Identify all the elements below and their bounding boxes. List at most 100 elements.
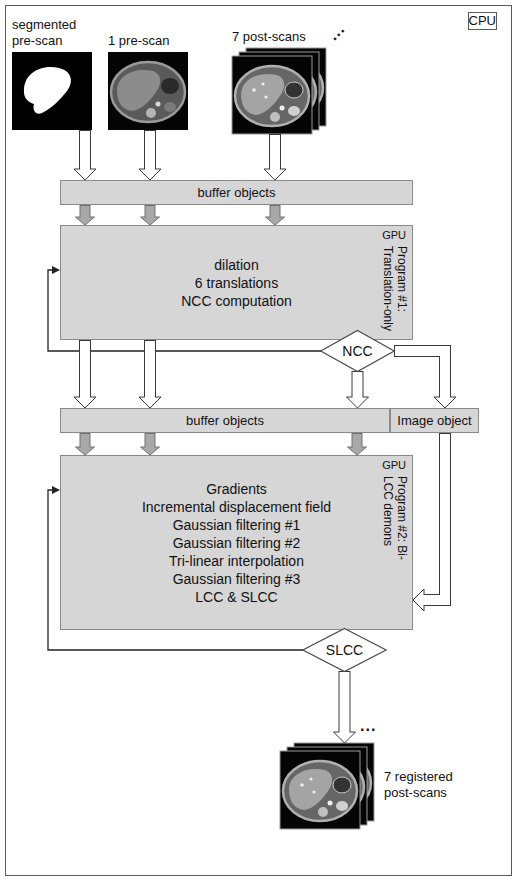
arrow-body bbox=[80, 341, 90, 399]
gpu-program-box: dilation6 translationsNCC computationGPU… bbox=[60, 225, 413, 340]
arrow-body bbox=[146, 434, 155, 449]
text-slot: Program #2: Bi-LCC demons bbox=[381, 476, 409, 568]
node-label: NCC bbox=[342, 343, 372, 360]
decision-diamond bbox=[321, 330, 395, 371]
buffer-bar: buffer objects bbox=[60, 408, 390, 433]
flow-arrow bbox=[139, 130, 161, 180]
step-text: Incremental displacement field bbox=[142, 498, 331, 516]
arrow-head bbox=[334, 732, 356, 743]
arrow-body bbox=[353, 434, 362, 449]
flow-arrow bbox=[139, 340, 161, 408]
flow-arrow bbox=[334, 671, 356, 743]
text-slot: 7 registered post-scans bbox=[384, 769, 476, 801]
text-slot: GPU bbox=[382, 459, 406, 472]
cpu-frame: CPUsegmented pre-scan1 pre-scan7 post-sc… bbox=[5, 5, 512, 876]
arrow-head bbox=[347, 397, 369, 408]
registered-scan bbox=[280, 751, 360, 829]
flow-arrow bbox=[347, 371, 369, 408]
scan-image: segmented pre-scan bbox=[12, 52, 92, 130]
arrow-body bbox=[81, 206, 90, 219]
buffer-bar: buffer objects bbox=[60, 180, 413, 205]
flow-arrow bbox=[141, 433, 160, 455]
arrow-body bbox=[145, 131, 155, 171]
step-text: 6 translations bbox=[195, 274, 278, 292]
scan-image: 7 post-scans bbox=[232, 48, 326, 134]
text-slot: ... bbox=[324, 19, 349, 44]
node-label: Image object bbox=[397, 413, 471, 429]
step-text: NCC computation bbox=[181, 292, 292, 310]
step-text: Tri-linear interpolation bbox=[169, 552, 304, 570]
node-label: buffer objects bbox=[186, 413, 264, 429]
scan-edge bbox=[280, 751, 360, 829]
post-scan bbox=[232, 56, 312, 134]
text-slot: 7 post-scans bbox=[232, 29, 326, 45]
flow-arrow bbox=[264, 134, 286, 180]
pre-scan bbox=[108, 52, 188, 130]
arrow-head bbox=[74, 169, 96, 180]
arrow-body bbox=[146, 206, 155, 219]
decision-diamond bbox=[303, 628, 386, 671]
arrow-body bbox=[395, 351, 445, 399]
scan-image: 1 pre-scan bbox=[108, 52, 188, 130]
arrow-body bbox=[81, 434, 90, 449]
text-slot: GPU bbox=[382, 229, 406, 242]
flow-arrow bbox=[413, 433, 445, 611]
step-text: LCC & SLCC bbox=[195, 588, 277, 606]
flow-arrow bbox=[141, 205, 160, 225]
arrow-head bbox=[52, 266, 60, 274]
decision-diamond: NCC bbox=[320, 330, 395, 372]
flow-arrow bbox=[74, 130, 96, 180]
image-caption: 7 post-scans bbox=[232, 29, 326, 45]
text-slot: ... bbox=[360, 716, 376, 735]
step-text: Gaussian filtering #2 bbox=[173, 534, 301, 552]
step-text: dilation bbox=[214, 256, 258, 274]
image-caption: segmented pre-scan bbox=[12, 17, 92, 49]
continuation-dots: ... bbox=[324, 19, 349, 44]
image-caption: 7 registered post-scans bbox=[384, 769, 476, 801]
arrow-body bbox=[270, 135, 280, 171]
text-slot: CPU bbox=[468, 12, 497, 30]
step-text: Gaussian filtering #1 bbox=[173, 516, 301, 534]
arrow-head bbox=[139, 397, 161, 408]
text-stack: GradientsIncremental displacement fieldG… bbox=[61, 456, 412, 629]
flow-arrow bbox=[348, 433, 367, 455]
text-slot: Program #1: Translation-only bbox=[381, 246, 409, 338]
flow-arrow bbox=[394, 351, 456, 408]
program-label: Program #1: Translation-only bbox=[381, 246, 409, 338]
arrow-body bbox=[80, 131, 90, 171]
segmented-scan bbox=[12, 52, 92, 130]
decision-diamond: SLCC bbox=[302, 628, 387, 672]
scan-edge bbox=[232, 56, 312, 134]
arrow-head bbox=[139, 169, 161, 180]
arrow-body bbox=[340, 672, 350, 734]
arrow-head bbox=[413, 589, 424, 611]
arrow-body bbox=[271, 206, 280, 219]
node-label: buffer objects bbox=[198, 185, 276, 201]
step-text: Gaussian filtering #3 bbox=[173, 570, 301, 588]
text-stack: dilation6 translationsNCC computation bbox=[61, 226, 412, 339]
arrow-outline bbox=[394, 351, 445, 397]
arrow-head bbox=[52, 486, 60, 494]
processor-label: GPU bbox=[382, 229, 406, 242]
flow-arrow bbox=[76, 433, 95, 455]
arrow-head bbox=[434, 397, 456, 408]
arrow-body bbox=[145, 341, 155, 399]
processor-label: GPU bbox=[382, 459, 406, 472]
text-slot: 1 pre-scan bbox=[108, 33, 188, 49]
image-caption: 1 pre-scan bbox=[108, 33, 188, 49]
arrow-head bbox=[74, 397, 96, 408]
node-label: SLCC bbox=[326, 642, 363, 659]
flow-arrow bbox=[266, 205, 285, 225]
continuation-dots: ... bbox=[360, 716, 376, 735]
processor-label: CPU bbox=[469, 13, 496, 29]
scan-image: 7 registered post-scans bbox=[280, 743, 374, 829]
step-text: Gradients bbox=[206, 480, 267, 498]
buffer-bar: Image object bbox=[390, 408, 479, 433]
arrow-body bbox=[353, 372, 363, 399]
arrow-head bbox=[264, 169, 286, 180]
gpu-program-box: GradientsIncremental displacement fieldG… bbox=[60, 455, 413, 630]
program-label: Program #2: Bi-LCC demons bbox=[381, 476, 409, 568]
text-slot: segmented pre-scan bbox=[12, 17, 92, 49]
